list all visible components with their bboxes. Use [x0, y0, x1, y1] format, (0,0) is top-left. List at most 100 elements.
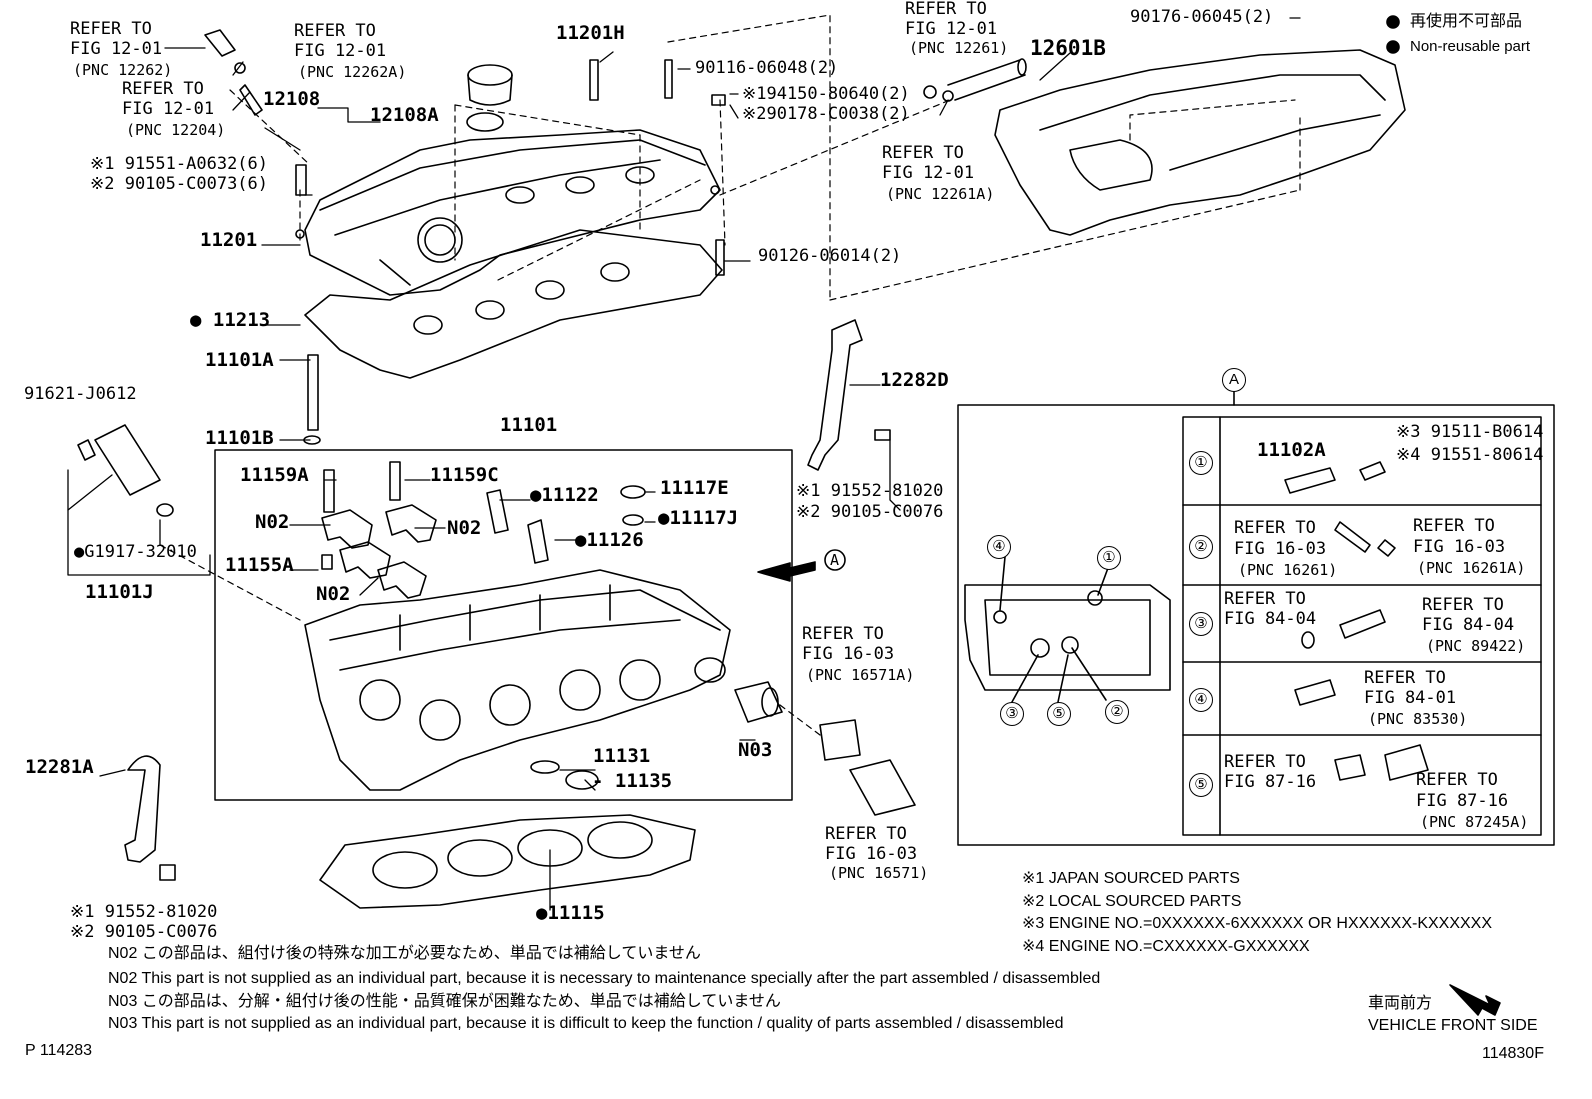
- part-11117j-text: 11117J: [669, 507, 739, 529]
- ref-12262a-l1: REFER TO: [294, 21, 376, 41]
- inset-row3-r3: (PNC 89422): [1426, 637, 1526, 655]
- footnote-4: ※4 ENGINE NO.=CXXXXXX-GXXXXXX: [1022, 938, 1310, 955]
- part-11122: ●11122: [530, 484, 599, 506]
- part-91552-81020-left: ※1 91552-81020: [70, 903, 217, 922]
- ref-16571a-l1: REFER TO: [802, 624, 884, 644]
- inset-row4-r1: REFER TO: [1364, 668, 1446, 688]
- ref-12261a-l3: (PNC 12261A): [886, 185, 995, 203]
- cylinder-head-frame: [214, 449, 793, 801]
- ref-12261-l1: REFER TO: [905, 0, 987, 19]
- leader-lines: [67, 17, 1301, 911]
- part-11155a: 11155A: [225, 554, 294, 576]
- part-11126: ●11126: [575, 529, 644, 551]
- part-91552-81020-left-text: ※1 91552-81020: [70, 902, 218, 922]
- part-11101b: 11101B: [205, 427, 274, 449]
- label-n03: N03: [738, 739, 773, 761]
- inset-row2-num: ②: [1189, 535, 1213, 559]
- part-11159a: 11159A: [240, 464, 309, 486]
- part-12282d: 12282D: [880, 369, 949, 391]
- dashed-guides: [159, 14, 1301, 736]
- ref-12261a-l2: FIG 12-01: [882, 163, 975, 183]
- part-91552-81020-right: ※1 91552-81020: [796, 482, 943, 501]
- part-11131: 11131: [593, 745, 651, 767]
- inset-row3-l1: REFER TO: [1224, 589, 1306, 609]
- part-90105-c0076-left-text: ※2 90105-C0076: [70, 922, 218, 942]
- inset-row5-num: ⑤: [1189, 773, 1213, 797]
- ref-16571-l2: FIG 16-03: [825, 844, 918, 864]
- part-11122-text: 11122: [541, 484, 599, 506]
- inset-row2-l3: (PNC 16261): [1238, 561, 1338, 579]
- inset-head-view: [964, 556, 1171, 703]
- part-11101: 11101: [500, 414, 558, 436]
- inset-row4-r2: FIG 84-01: [1364, 688, 1457, 708]
- part-12601b: 12601B: [1030, 36, 1106, 60]
- valve-guides: [486, 485, 646, 564]
- part-11201h: 11201H: [556, 22, 625, 44]
- part-g1917-32010: ●G1917-32010: [74, 542, 197, 562]
- part-11135-text: 11135: [614, 770, 673, 792]
- oil-control-valve: [77, 424, 174, 517]
- cylinder-head-11101: [304, 569, 731, 791]
- view-a-arrow: [757, 561, 816, 582]
- plugs: [530, 681, 783, 790]
- part-11135: - 11135: [592, 770, 673, 792]
- ref-12261-l2: FIG 12-01: [905, 19, 998, 39]
- inset-row5-l2: FIG 87-16: [1224, 772, 1317, 792]
- ref-12261a-l1: REFER TO: [882, 143, 964, 163]
- inset-row4-num: ④: [1189, 688, 1213, 712]
- part-11201: 11201: [200, 229, 258, 251]
- ref-12204-l3: (PNC 12204): [126, 121, 226, 139]
- note-n03-jp: N03 この部品は、分解・組付け後の性能・品質確保が困難なため、単品では補給して…: [108, 993, 781, 1010]
- inset-row2-r1: REFER TO: [1413, 516, 1495, 536]
- front-arrow: [1449, 984, 1501, 1016]
- part-11159c: 11159C: [430, 464, 499, 486]
- part-11213-text: 11213: [212, 309, 271, 331]
- water-hoses: [819, 719, 916, 816]
- inset-row3-l2: FIG 84-04: [1224, 609, 1317, 629]
- cover-gasket-11213: [304, 229, 723, 379]
- page-id-left: P 114283: [25, 1042, 93, 1059]
- part-12108: 12108: [263, 88, 321, 110]
- head-num-1: ①: [1097, 546, 1121, 570]
- inset-parts: [1284, 461, 1429, 781]
- ref-16571a-l2: FIG 16-03: [802, 644, 895, 664]
- inset-row2-l1: REFER TO: [1234, 518, 1316, 538]
- view-a-letter: A: [830, 551, 840, 569]
- inset-row3-r2: FIG 84-04: [1422, 615, 1515, 635]
- part-90105-c0073: ※2 90105-C0073(6): [90, 174, 269, 194]
- part-90116-06048: 90116-06048(2): [695, 58, 839, 78]
- footnote-1: ※1 JAPAN SOURCED PARTS: [1022, 870, 1240, 887]
- part-194150-80640: ※194150-80640(2): [742, 84, 910, 104]
- inset-frame: [957, 404, 1555, 846]
- ref-12261-l3: (PNC 12261): [909, 39, 1009, 57]
- part-90176-06045: 90176-06045(2): [1130, 7, 1274, 27]
- inset-row5-r2: FIG 87-16: [1416, 791, 1509, 811]
- footnote-2: ※2 LOCAL SOURCED PARTS: [1022, 893, 1242, 910]
- ref-12262-l1: REFER TO: [70, 19, 152, 39]
- valve-cover-11201: [295, 129, 721, 296]
- page-id-right: 114830F: [1482, 1045, 1544, 1062]
- ref-16571-l1: REFER TO: [825, 824, 907, 844]
- front-jp: 車両前方: [1368, 995, 1433, 1012]
- label-n02-b: N02: [447, 517, 482, 539]
- part-11117e: 11117E: [660, 477, 729, 499]
- hose-12261: [947, 58, 1027, 101]
- inset-row5-r3: (PNC 87245A): [1420, 813, 1529, 831]
- part-11115-text: 11115: [547, 902, 605, 924]
- inset-row1-b: ※4 91551-80614: [1396, 445, 1544, 465]
- legend-bullet-en: [1386, 40, 1400, 54]
- inset-row3-r1: REFER TO: [1422, 595, 1504, 615]
- part-91552-81020-right-text: ※1 91552-81020: [796, 481, 944, 501]
- inset-row3-num: ③: [1189, 612, 1213, 636]
- inset-title: A: [1222, 368, 1246, 392]
- ref-12262-l2: FIG 12-01: [70, 39, 163, 59]
- ref-16571-l3: (PNC 16571): [829, 864, 929, 882]
- note-n03-en: N03 This part is not supplied as an indi…: [108, 1015, 1064, 1032]
- ref-16571a-l3: (PNC 16571A): [806, 666, 915, 684]
- inset-row2-r2: FIG 16-03: [1413, 537, 1506, 557]
- ref-12262a-l3: (PNC 12262A): [298, 63, 407, 81]
- inset-row1-a: ※3 91511-B0614: [1396, 422, 1544, 442]
- inset-row1-part: 11102A: [1257, 439, 1326, 461]
